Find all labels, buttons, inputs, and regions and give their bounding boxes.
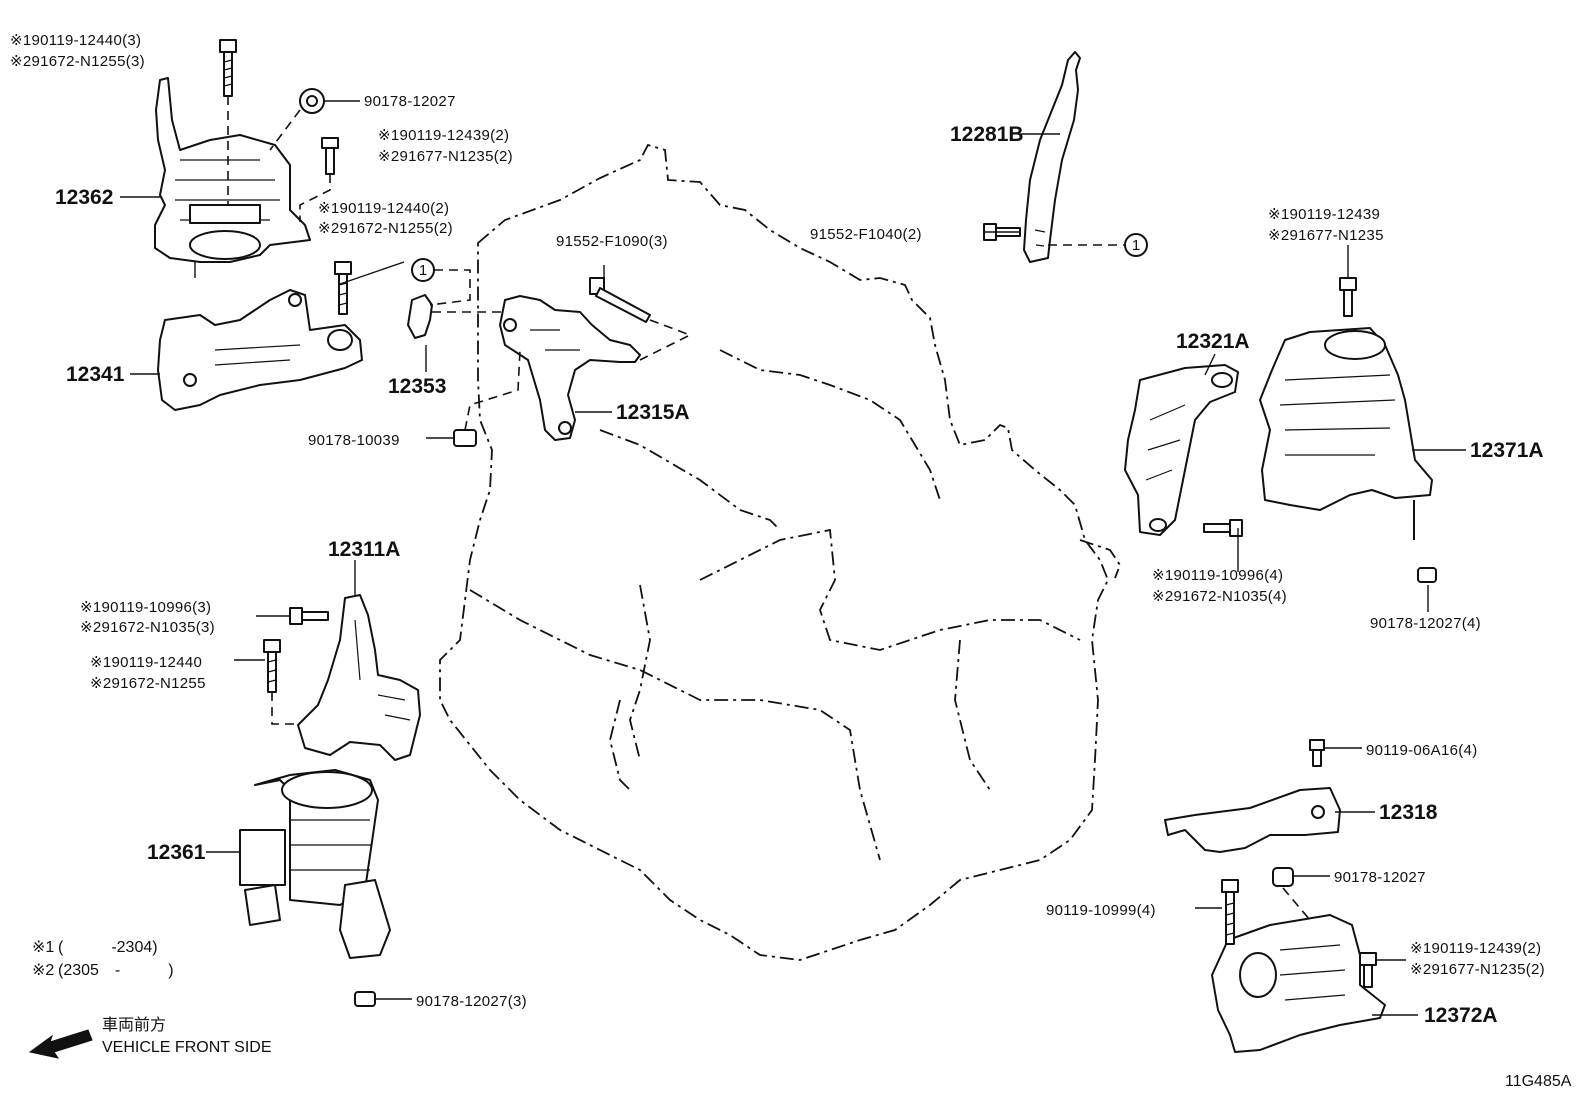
bolt-icon[interactable]	[334, 261, 352, 315]
label-12318[interactable]: 12318	[1379, 801, 1438, 824]
label-fastener[interactable]: ※190119-12439	[1268, 206, 1380, 223]
bolt-icon[interactable]	[589, 277, 651, 323]
bolt-icon[interactable]	[219, 39, 237, 97]
label-fastener[interactable]: 90178-12027(4)	[1370, 615, 1481, 632]
bolt-icon[interactable]	[1359, 952, 1377, 988]
label-fastener[interactable]: 91552-F1090(3)	[556, 233, 668, 250]
label-12341[interactable]: 12341	[66, 363, 125, 386]
label-fastener[interactable]: ※190119-12440(3)	[10, 32, 141, 49]
nut-icon[interactable]	[1272, 867, 1294, 887]
label-12371A[interactable]: 12371A	[1470, 439, 1544, 462]
footnote-2-range: (2305 - )	[58, 962, 174, 979]
part-12315A-bracket[interactable]	[499, 295, 641, 441]
nut-icon[interactable]	[1417, 567, 1437, 583]
label-fastener[interactable]: 90178-12027	[1334, 869, 1426, 886]
fastener-icons	[219, 39, 1437, 1007]
nut-icon[interactable]	[299, 88, 325, 114]
label-fastener[interactable]: ※291677-N1235	[1268, 227, 1384, 244]
direction-label-en: VEHICLE FRONT SIDE	[102, 1039, 272, 1056]
label-fastener[interactable]: ※190119-10996(3)	[80, 599, 211, 616]
label-fastener[interactable]: ※291672-N1035(4)	[1152, 588, 1287, 605]
label-fastener[interactable]: ※291672-N1255(3)	[10, 53, 145, 70]
label-12311A[interactable]: 12311A	[328, 538, 400, 561]
label-12321A[interactable]: 12321A	[1176, 330, 1250, 353]
label-12353[interactable]: 12353	[388, 375, 446, 398]
label-fastener[interactable]: 90119-10999(4)	[1046, 902, 1156, 919]
part-12341-bracket[interactable]	[157, 289, 363, 411]
label-fastener[interactable]: ※190119-12440(2)	[318, 200, 449, 217]
bolt-icon[interactable]	[1309, 739, 1325, 767]
label-12281B[interactable]: 12281B	[950, 123, 1024, 146]
label-fastener[interactable]: ※190119-12439(2)	[378, 127, 509, 144]
leader-lines	[120, 100, 1466, 1016]
label-12372A[interactable]: 12372A	[1424, 1004, 1498, 1027]
label-12315A[interactable]: 12315A	[616, 401, 690, 424]
vehicle-front-indicator: 車両前方 VEHICLE FRONT SIDE	[28, 1016, 272, 1059]
footnote-1-range: ( -2304)	[58, 939, 158, 956]
part-12318-bracket[interactable]	[1164, 787, 1341, 853]
label-fastener[interactable]: ※291672-N1255	[90, 675, 206, 692]
nut-icon[interactable]	[453, 429, 477, 447]
part-12311A-bracket[interactable]	[297, 594, 421, 761]
bolt-icon[interactable]	[1221, 879, 1239, 945]
label-fastener[interactable]: 90178-10039	[308, 432, 400, 449]
label-fastener[interactable]: ※291672-N1255(2)	[318, 220, 453, 237]
label-fastener[interactable]: 90178-12027(3)	[416, 993, 527, 1010]
part-12361-mount[interactable]	[239, 769, 391, 959]
footnotes: ※1 ( -2304) ※2 (2305 - )	[32, 939, 174, 979]
bolt-icon[interactable]	[1203, 519, 1243, 537]
footnote-2-mark: ※2	[32, 962, 54, 979]
label-fastener[interactable]: ※190119-12440	[90, 654, 202, 671]
fastener-labels: ※190119-12440(3) ※291672-N1255(3) 90178-…	[10, 32, 1545, 1010]
part-12353-small-bracket[interactable]	[407, 294, 433, 339]
label-fastener[interactable]: ※190119-12439(2)	[1410, 940, 1541, 957]
part-12372A-mount[interactable]	[1211, 914, 1386, 1053]
engine-outline	[439, 143, 1122, 961]
bolt-icon[interactable]	[1339, 277, 1357, 317]
dashed-assembly-lines	[227, 96, 1311, 921]
label-fastener[interactable]: ※291677-N1235(2)	[1410, 961, 1545, 978]
label-fastener[interactable]: ※291672-N1035(3)	[80, 619, 215, 636]
diagram-code: 11G485A	[1505, 1073, 1572, 1090]
part-12321A-bracket[interactable]	[1124, 364, 1239, 536]
label-12361[interactable]: 12361	[147, 841, 206, 864]
direction-arrow-icon	[28, 1029, 93, 1059]
part-labels: 12362 12341 12353 12315A 12281B 12321A 1…	[55, 123, 1544, 1027]
label-12362[interactable]: 12362	[55, 186, 113, 209]
direction-label-jp: 車両前方	[102, 1016, 166, 1034]
bolt-icon[interactable]	[289, 607, 329, 625]
footnote-1-mark: ※1	[32, 939, 54, 956]
label-fastener[interactable]: 91552-F1040(2)	[810, 226, 922, 243]
nut-icon[interactable]	[354, 991, 376, 1007]
part-12362-upper-mount[interactable]	[154, 77, 311, 278]
reference-callouts: 1 1	[411, 233, 1148, 282]
label-fastener[interactable]: 90178-12027	[364, 93, 456, 110]
bolt-icon[interactable]	[263, 639, 281, 693]
callout-number: 1	[1132, 237, 1140, 254]
bolt-icon[interactable]	[321, 137, 339, 175]
label-fastener[interactable]: 90119-06A16(4)	[1366, 742, 1478, 759]
label-fastener[interactable]: ※190119-10996(4)	[1152, 567, 1283, 584]
label-fastener[interactable]: ※291677-N1235(2)	[378, 148, 513, 165]
part-12281B-hook-bracket[interactable]	[1023, 51, 1081, 263]
callout-number: 1	[419, 262, 427, 279]
part-12371A-mount[interactable]	[1259, 327, 1433, 540]
